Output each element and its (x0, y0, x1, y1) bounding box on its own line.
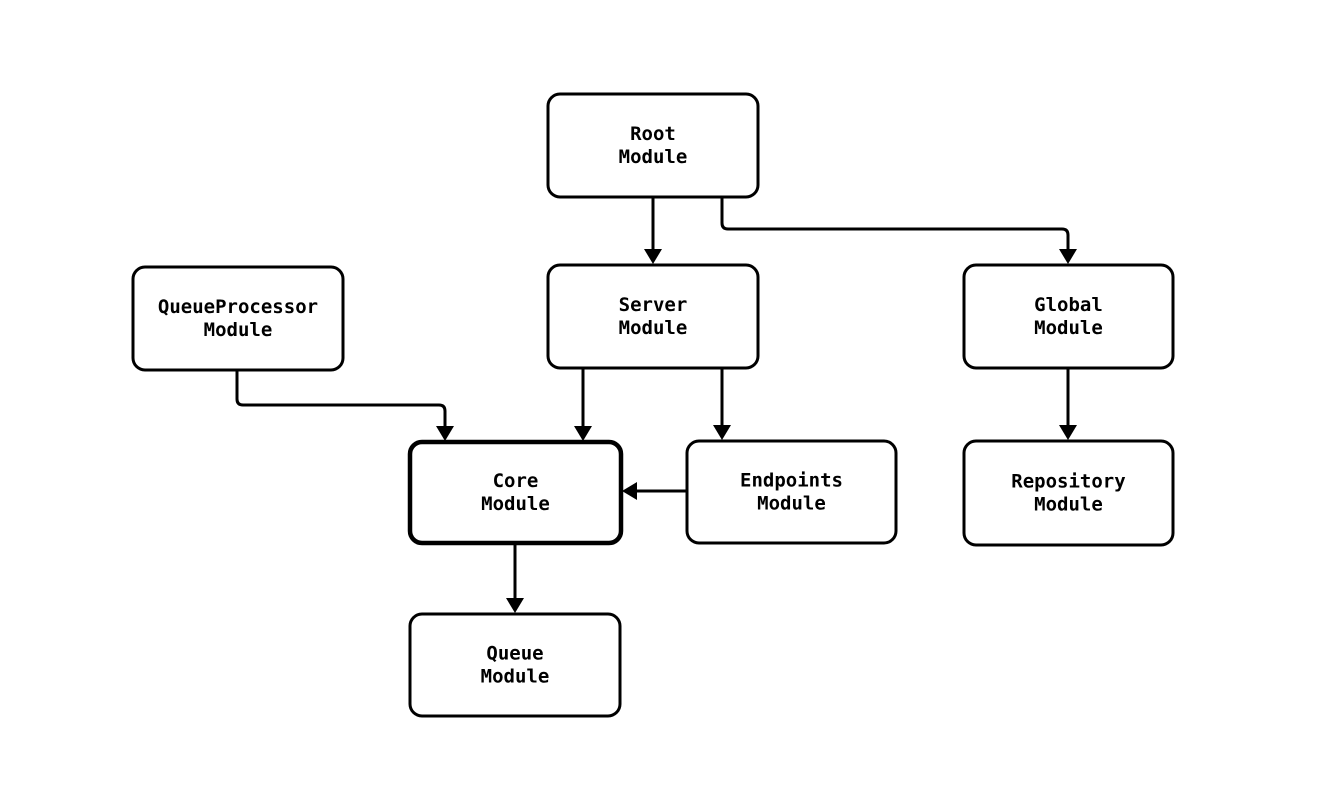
node-box[interactable] (962, 263, 1175, 370)
edge-layer (235, 197, 1077, 613)
arrowhead-icon (644, 249, 662, 264)
arrowhead-icon (1059, 249, 1077, 264)
node-label-line2: Module (1034, 494, 1103, 516)
node-label-line1: Root (630, 123, 676, 145)
node-label-line2: Module (481, 666, 550, 688)
node-label-line2: Module (1034, 317, 1103, 339)
edge-line (720, 197, 1070, 255)
node-label-line1: Queue (486, 643, 543, 665)
arrowhead-icon (436, 426, 454, 441)
node-layer: RootModuleQueueProcessorModuleServerModu… (131, 92, 1175, 718)
edge-global-to-repository (1059, 368, 1077, 440)
arrowhead-icon (1059, 425, 1077, 440)
node-box[interactable] (407, 439, 624, 546)
node-label-line1: Global (1034, 294, 1103, 316)
node-box[interactable] (408, 612, 622, 718)
edge-server-to-endpoints (713, 368, 731, 440)
node-label-line2: Module (204, 319, 273, 341)
node-label-line1: Server (619, 294, 688, 316)
edge-core-to-queue (506, 543, 524, 613)
edge-endpoints-to-core (622, 482, 687, 500)
node-label-line2: Module (619, 317, 688, 339)
node-box[interactable] (131, 265, 345, 372)
node-label-line1: Core (493, 470, 539, 492)
node-box[interactable] (546, 263, 760, 370)
edge-root-to-server (644, 197, 662, 264)
node-label-line1: QueueProcessor (158, 296, 318, 318)
edge-queueprocessor-to-core (235, 370, 454, 441)
node-box[interactable] (546, 92, 760, 199)
node-label-line1: Repository (1011, 471, 1125, 493)
arrowhead-icon (574, 426, 592, 441)
edge-line (235, 370, 447, 432)
node-box[interactable] (962, 439, 1175, 547)
node-label-line2: Module (481, 493, 550, 515)
arrowhead-icon (506, 598, 524, 613)
node-box[interactable] (685, 439, 898, 545)
node-label-line1: Endpoints (740, 470, 843, 492)
edge-server-to-core (574, 368, 592, 441)
arrowhead-icon (622, 482, 637, 500)
node-label-line2: Module (757, 493, 826, 515)
arrowhead-icon (713, 425, 731, 440)
edge-root-to-global (720, 197, 1077, 264)
node-label-line2: Module (619, 146, 688, 168)
